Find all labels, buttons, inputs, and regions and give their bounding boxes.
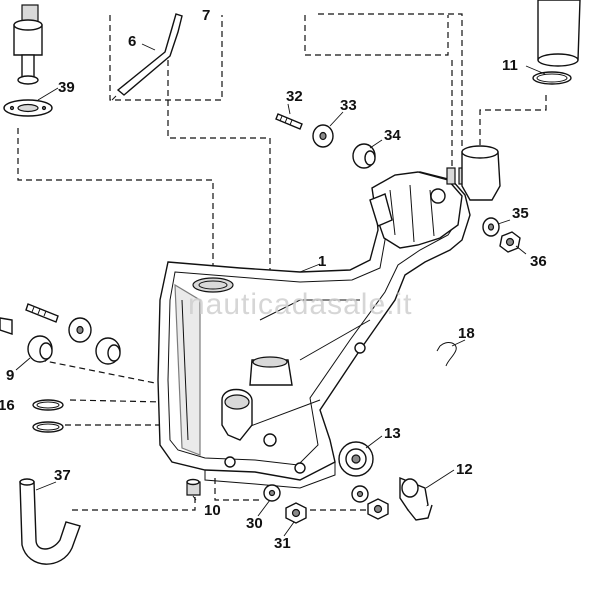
part-37-hose <box>19 478 81 565</box>
label-31: 31 <box>274 535 291 552</box>
reservoir-tank <box>157 145 501 489</box>
watermark: nauticadasale.it <box>188 288 412 321</box>
label-11: 11 <box>502 57 518 74</box>
label-7: 7 <box>202 7 210 24</box>
label-33: 33 <box>340 97 357 114</box>
label-34: 34 <box>384 127 401 144</box>
label-16: 16 <box>0 397 15 414</box>
label-12: 12 <box>456 461 473 478</box>
left-side-fasteners <box>0 303 121 433</box>
label-36: 36 <box>530 253 547 270</box>
label-39: 39 <box>58 79 75 96</box>
bottom-right-parts <box>263 441 433 524</box>
label-32: 32 <box>286 88 303 105</box>
label-13: 13 <box>384 425 401 442</box>
label-6: 6 <box>128 33 136 50</box>
dashed-routing-lines <box>17 13 547 511</box>
label-1: 1 <box>318 253 326 270</box>
part-6-pipe <box>111 13 183 101</box>
parts-35-36-washer-nut <box>482 217 521 253</box>
label-30: 30 <box>246 515 263 532</box>
label-35: 35 <box>512 205 529 222</box>
part-10-fitting <box>186 478 201 496</box>
part-labels: 7 6 39 11 32 33 34 1 35 36 18 9 16 13 12… <box>0 7 547 552</box>
parts-32-33-34-fasteners <box>275 113 376 169</box>
leader-lines <box>15 43 546 537</box>
part-11-hose-clamp <box>532 0 581 85</box>
part-18-clip <box>436 342 457 367</box>
label-18: 18 <box>458 325 475 342</box>
label-9: 9 <box>6 367 14 384</box>
label-10: 10 <box>204 502 221 519</box>
label-37: 37 <box>54 467 71 484</box>
part-39-pump-flange <box>3 4 53 117</box>
